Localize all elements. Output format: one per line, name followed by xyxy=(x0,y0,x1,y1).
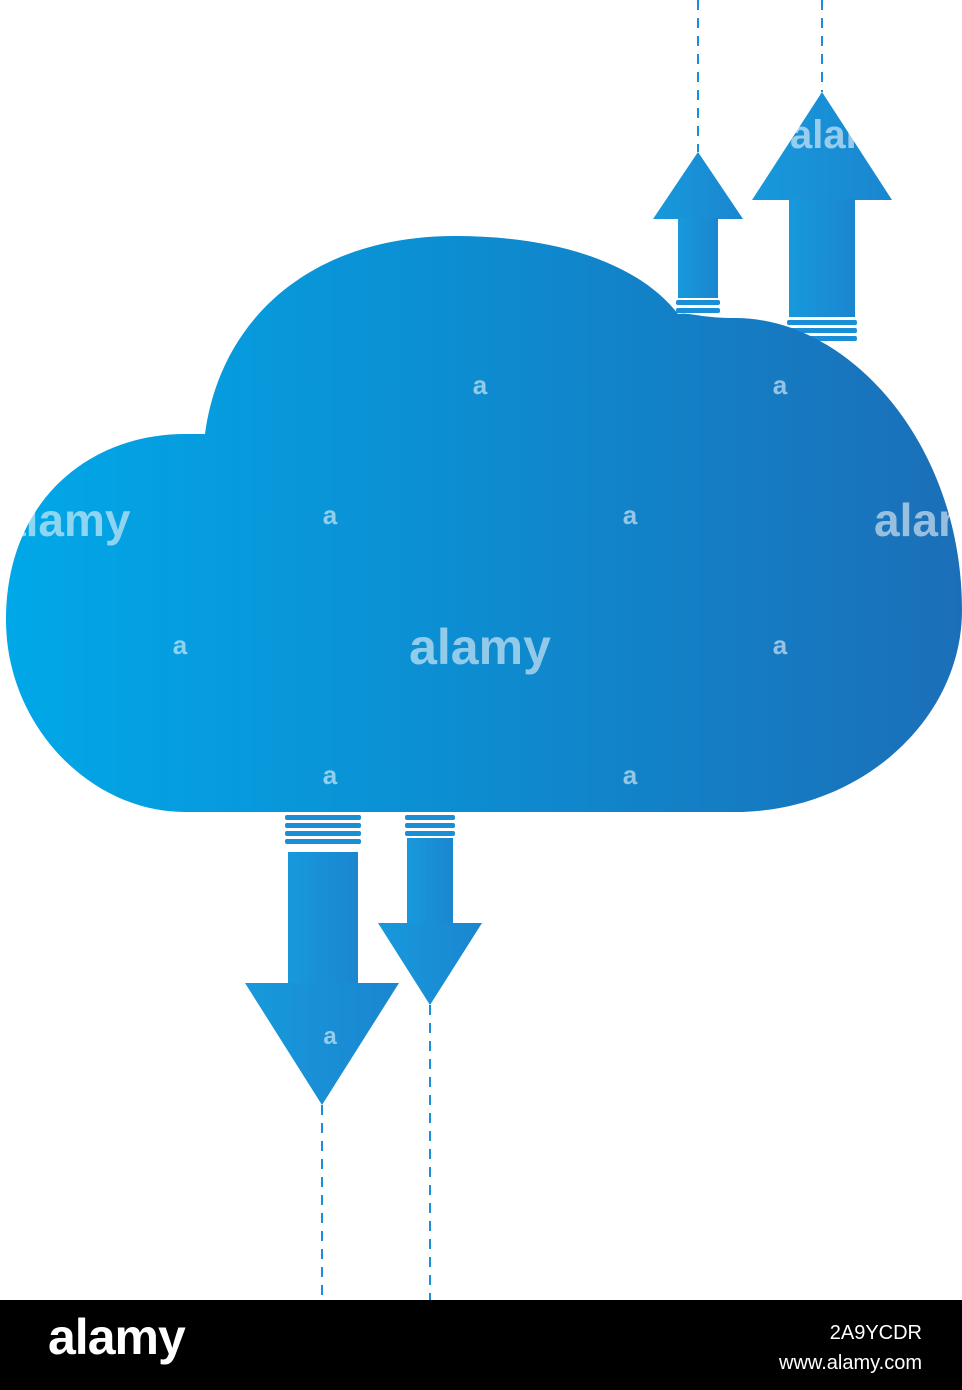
watermark-logo: alamy xyxy=(874,494,962,546)
watermark-logo: alamy xyxy=(409,619,551,675)
watermark-mark: a xyxy=(173,630,188,660)
arrow-up-icon xyxy=(653,152,743,313)
arrow-down-icon xyxy=(245,815,399,1105)
footer-image-id: 2A9YCDR xyxy=(829,1322,922,1344)
dashed-lines xyxy=(321,0,823,1300)
watermark-mark: a xyxy=(623,760,638,790)
watermarks: alamy alamy alamy alamy a a a a a a a a … xyxy=(0,113,962,1050)
arrow-down-icon xyxy=(378,815,482,1005)
watermark-logo: alamy xyxy=(790,113,904,157)
watermark-mark: a xyxy=(623,500,638,530)
footer-logo: alamy xyxy=(48,1309,186,1365)
cloud-icon xyxy=(6,236,962,812)
watermark-mark: a xyxy=(323,760,338,790)
watermark-mark: a xyxy=(473,370,488,400)
cloud-transfer-illustration: alamy alamy alamy alamy a a a a a a a a … xyxy=(0,0,962,1300)
stock-footer-bar: alamy 2A9YCDR www.alamy.com xyxy=(0,1300,962,1390)
watermark-mark: a xyxy=(773,630,788,660)
footer-url: www.alamy.com xyxy=(779,1352,922,1374)
watermark-mark: a xyxy=(323,1023,337,1050)
watermark-mark: a xyxy=(323,500,338,530)
watermark-mark: a xyxy=(773,370,788,400)
watermark-logo: alamy xyxy=(0,494,131,546)
